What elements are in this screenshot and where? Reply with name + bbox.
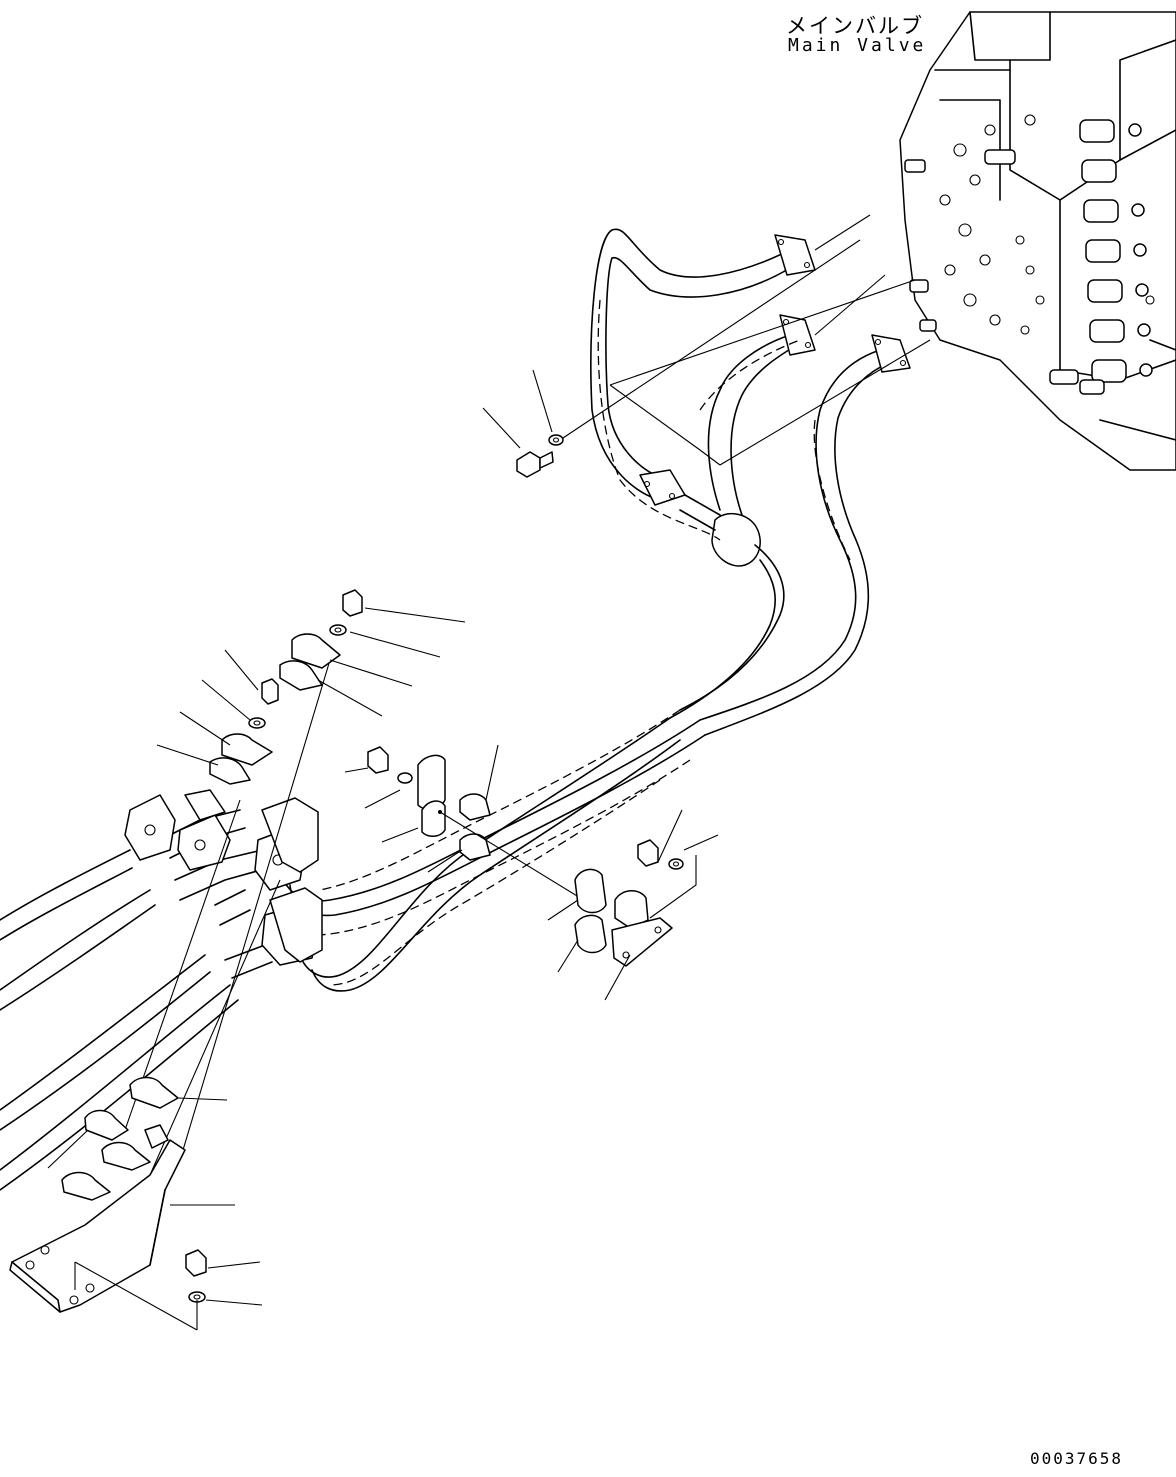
main-valve-label-en: Main Valve [788,35,927,56]
clamp-group-center [344,744,601,911]
drawing-number: 00037658 [1030,1449,1124,1468]
upper-pipes [482,214,931,736]
clamp-stack-upper-left [156,589,466,785]
main-valve [899,11,1176,471]
bolt-washer-upper [482,369,564,478]
lower-bracket [9,1076,263,1331]
valve-ports [939,114,1155,335]
clamp-group-right [547,809,719,1001]
valve-spools [1079,119,1153,383]
main-valve-label-jp: メインバルブ [786,14,924,38]
left-hoses [0,659,331,1191]
